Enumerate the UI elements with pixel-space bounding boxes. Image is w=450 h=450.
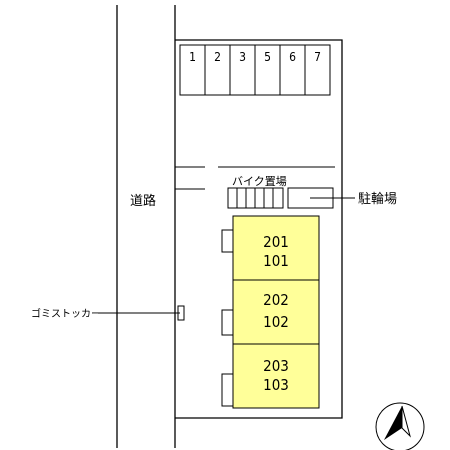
north-arrow-icon bbox=[375, 402, 425, 450]
bike-parking-label: バイク置場 bbox=[232, 175, 287, 188]
parking-space-number: 5 bbox=[264, 50, 271, 64]
unit-building bbox=[232, 279, 320, 345]
site-boundary bbox=[175, 39, 343, 419]
unit-balcony bbox=[221, 229, 233, 253]
unit-block: 203 103 bbox=[221, 343, 320, 409]
driveway-lines bbox=[175, 166, 335, 190]
unit-balcony bbox=[221, 373, 233, 407]
parking-space-number: 2 bbox=[214, 50, 221, 64]
parking-space-number: 1 bbox=[189, 50, 196, 64]
bicycle-parking-label: 駐輪場 bbox=[358, 191, 397, 207]
unit-balcony bbox=[221, 309, 233, 336]
unit-lower-number: 101 bbox=[263, 252, 289, 270]
unit-upper-number: 202 bbox=[263, 291, 289, 309]
bike-parking-stalls bbox=[236, 188, 274, 208]
unit-block: 201 101 bbox=[221, 215, 320, 281]
unit-building bbox=[232, 343, 320, 409]
unit-upper-number: 203 bbox=[263, 357, 289, 375]
parking-dividers bbox=[204, 45, 306, 95]
parking-space-number: 7 bbox=[314, 50, 321, 64]
unit-lower-number: 102 bbox=[263, 313, 289, 331]
garbage-stocker-label: ゴミストッカー bbox=[31, 307, 101, 320]
road-label: 道路 bbox=[130, 193, 156, 209]
unit-building bbox=[232, 215, 320, 281]
unit-upper-number: 201 bbox=[263, 233, 289, 251]
parking-space-number: 3 bbox=[239, 50, 246, 64]
unit-block: 202 102 bbox=[221, 279, 320, 345]
parking-space-number: 6 bbox=[289, 50, 296, 64]
unit-lower-number: 103 bbox=[263, 376, 289, 394]
